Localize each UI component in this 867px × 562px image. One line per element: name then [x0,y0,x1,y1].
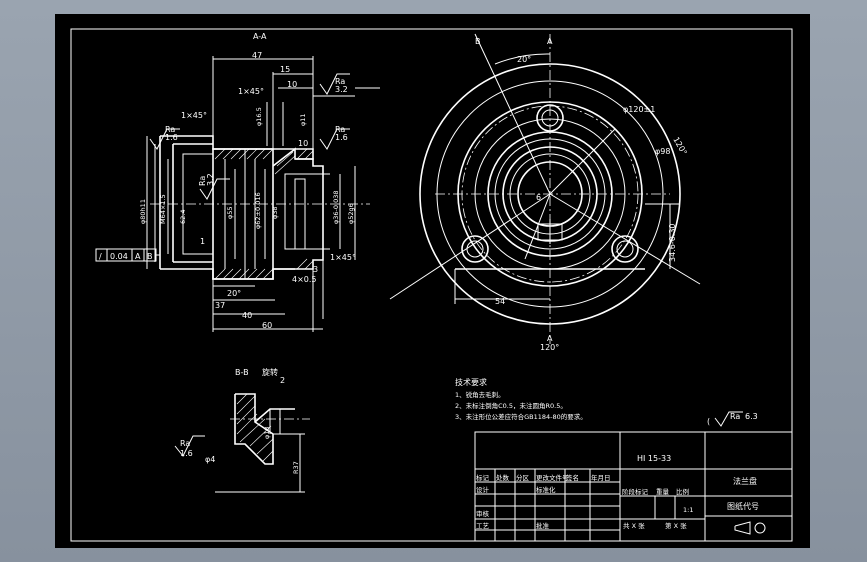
tb-label-count: 处数 [496,473,510,482]
tol-symbol: / [99,252,102,261]
ra-value-3: 1.6 [165,133,178,142]
ra-value-4: 3.2 [206,173,215,186]
dim-phi4-bb: φ4 [205,455,215,464]
dim-phi11: φ11 [299,113,307,126]
dim-3: 3 [313,265,318,274]
tb-label-design: 设计 [476,485,490,494]
section-aa: A-A [95,32,380,332]
hatch-bb [236,393,274,462]
chamfer-1: 1×45° [238,87,264,96]
dim-phi52: φ52g6 [347,203,355,224]
tol-value: 0.04 [110,252,128,261]
dim-54: 54 [495,297,505,306]
inner-border [70,28,793,542]
tb-label-weight: 重量 [656,488,670,496]
chamfer-2: 1×45° [181,111,207,120]
note-1: 1、锐角去毛刺。 [455,390,505,399]
dim-m64: M64×1.5 [159,194,167,224]
dim-37: 37 [215,301,225,310]
tb-label-process: 工艺 [476,522,490,530]
section-bb-title: B-B [235,368,249,377]
part-name: 法兰盘 [733,476,757,486]
tb-label-mark: 标记 [476,473,490,482]
ra-general-label: Ra [730,412,740,421]
dim-10b: 10 [298,139,308,148]
drawing-canvas: A-A [70,28,793,542]
dim-phi16-5: φ16.5 [255,107,263,126]
ra-general-value: 6.3 [745,412,758,421]
dim-120deg-2: 120° [540,343,559,352]
dim-10: 10 [287,80,297,89]
ra-value-bb: 1.6 [180,449,193,458]
svg-text:(: ( [707,417,710,426]
projection-symbol-icon [734,521,766,535]
note-2: 2、未标注倒角C0.5，未注圆角R0.5。 [455,401,567,410]
ra-label-4: Ra [198,176,207,186]
dim-phi36: φ36-0.038 [332,190,340,224]
ra-value-1: 3.2 [335,85,348,94]
section-a-top: A [547,37,553,46]
ra-label-3: Ra [165,125,175,134]
note-3: 3、未注形位公差应符合GB1184-80的要求。 [455,412,587,421]
front-view: B A 20° φ120±1 120° φ98 6 34.6-0.30 54 A… [389,33,701,352]
title-block: HI 15-33 法兰盘 图纸代号 共 X 张 第 X 张 1:1 标记 处数 … [474,431,793,542]
dim-1: 1 [200,237,205,246]
general-roughness: ( Ra 6.3 [707,411,758,427]
tb-label-approve: 批准 [536,521,550,530]
dim-4x0-5: 4×0.5 [292,275,317,284]
dim-6: 6 [536,193,541,202]
dim-phi62: φ62±0.016 [254,192,262,229]
tb-label-zone: 分区 [516,473,530,482]
dim-40: 40 [242,311,252,320]
dim-47: 47 [252,51,262,60]
ra-value-2: 1.6 [335,133,348,142]
tb-label-scale: 比例 [676,487,689,496]
chamfer-3: 1×45° [330,253,356,262]
tol-datum-a: A [135,252,141,261]
drawing-sheet[interactable]: A-A [55,14,810,548]
tb-label-standard: 标准化 [536,485,556,494]
tb-label-stage: 阶段标记 [622,487,649,496]
dim-phi98: φ98 [655,147,670,156]
dim-20deg: 20° [227,289,241,298]
dim-34-6: 34.6-0.30 [668,223,677,262]
view-b-marker: B [475,37,481,46]
ra-label-2: Ra [335,125,345,134]
drawing-number: 图纸代号 [727,501,759,511]
ra-label-1: Ra [335,77,345,86]
dim-phi38: φ38 [271,206,279,219]
drawing-code: HI 15-33 [637,454,671,463]
dim-phi55: φ55 [226,206,234,219]
section-bb-rotated: 旋转 [262,367,278,377]
dim-2-bb: 2 [280,376,285,385]
tb-label-sign: 签名 [566,473,579,482]
ra-label-bb: Ra [180,439,190,448]
tb-label-review: 审核 [476,509,490,518]
tb-label-change-doc: 更改文件号 [536,473,569,482]
sheet-number: 第 X 张 [665,521,687,530]
section-bb: B-B 旋转 2 Ra 1.6 φ4 φ18 R37 [174,367,310,493]
sheet-total: 共 X 张 [623,521,645,530]
scale-value: 1:1 [683,506,693,514]
dim-60: 60 [262,321,272,330]
dim-r37-bb: R37 [292,461,300,474]
section-a-bottom: A [547,334,553,343]
tb-label-date: 年月日 [591,473,611,482]
dim-20deg-front: 20° [517,55,531,64]
tol-datum-b: B [147,252,153,261]
dim-62-4: 62.4 [179,210,187,224]
dim-15: 15 [280,65,290,74]
technical-notes: 技术要求 1、锐角去毛刺。 2、未标注倒角C0.5，未注圆角R0.5。 3、未注… [455,377,587,421]
hatch-aa [214,148,314,280]
dim-phi80: φ80h11 [139,199,147,224]
dim-phi120: φ120±1 [623,105,655,114]
dim-phi18-bb: φ18 [263,426,271,439]
section-aa-title: A-A [253,32,267,41]
notes-heading: 技术要求 [455,377,487,387]
